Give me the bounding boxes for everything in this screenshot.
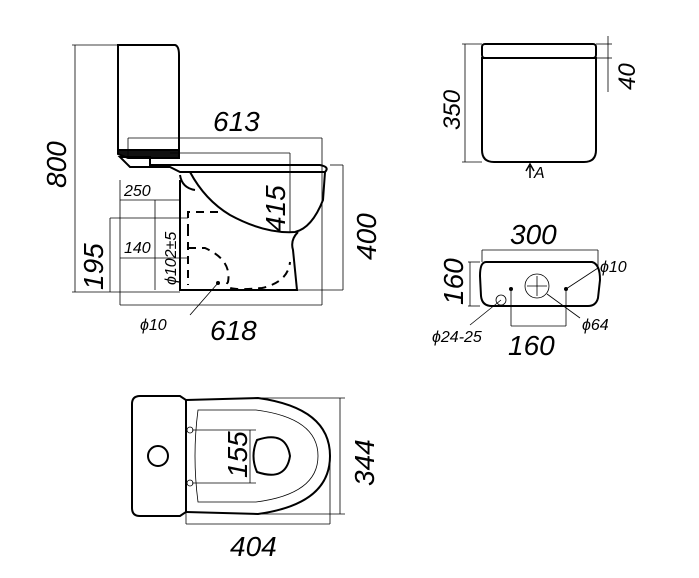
trap-dashed	[187, 211, 291, 291]
tank-lid	[481, 43, 597, 59]
bowl-rim-inner	[194, 409, 319, 503]
label-404: 404	[230, 531, 277, 562]
tank-top-outline	[478, 261, 602, 307]
bowl-inner-curve	[179, 174, 196, 191]
label-160-spacing: 160	[508, 330, 555, 361]
arrow-a-icon	[525, 162, 535, 178]
small-hole-leader	[565, 267, 599, 290]
seat-outline	[117, 156, 328, 173]
fill-hole	[495, 294, 507, 306]
label-415: 415	[260, 185, 291, 232]
tank-top-view: 300 160 160 ϕ10 ϕ64 ϕ24-25	[432, 219, 627, 361]
label-160-depth: 160	[438, 258, 469, 305]
label-arrow-a: A	[533, 165, 545, 182]
label-155: 155	[222, 431, 253, 478]
label-small-hole: ϕ10	[600, 259, 627, 276]
flush-hole	[524, 273, 550, 299]
tank-top-plan	[131, 395, 187, 517]
bowl-rim-outer	[185, 396, 332, 516]
hole-leader	[189, 282, 219, 316]
label-big-hole: ϕ64	[582, 317, 609, 334]
tank-side-outline	[117, 44, 180, 151]
top-view: 404 344 155	[131, 395, 380, 562]
label-140: 140	[124, 240, 151, 257]
flush-button-icon	[147, 445, 169, 467]
label-344: 344	[349, 439, 380, 486]
tank-body	[481, 57, 597, 163]
pedestal-outline	[179, 180, 299, 291]
label-40: 40	[614, 63, 641, 90]
side-view: 800 613 618 195 140 250 ϕ102±5 415 400 ϕ…	[41, 44, 382, 346]
label-618: 618	[210, 315, 257, 346]
label-102: ϕ102±5	[163, 232, 180, 285]
label-350: 350	[439, 89, 466, 130]
big-hole-leader	[546, 293, 581, 319]
label-613: 613	[213, 106, 260, 137]
label-250: 250	[123, 183, 151, 200]
label-800: 800	[41, 141, 72, 188]
bowl-outline	[189, 171, 326, 234]
tank-front-view: 350 40 A	[439, 36, 641, 182]
fill-hole-leader	[469, 299, 502, 326]
seat-opening	[252, 436, 292, 476]
label-400: 400	[351, 213, 382, 260]
label-300: 300	[510, 219, 557, 250]
label-fill-hole: ϕ24-25	[432, 329, 482, 346]
label-hole-dia: ϕ10	[140, 317, 167, 334]
label-195: 195	[78, 243, 109, 290]
